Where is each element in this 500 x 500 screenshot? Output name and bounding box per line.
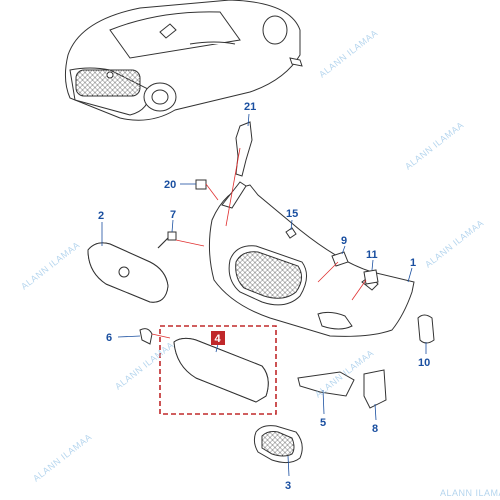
callout-3: 3 (285, 480, 291, 492)
callout-15: 15 (286, 208, 298, 220)
part-6-clip (139, 328, 153, 345)
watermark-5: ALANN ILAMAA (113, 340, 176, 392)
part-9-bracket (331, 251, 349, 267)
red-guide-lines (151, 147, 367, 339)
part-4-highlight-box (159, 325, 277, 415)
part-21-bracket (235, 121, 253, 177)
car-overview (64, 0, 303, 121)
leader-lines (101, 113, 427, 477)
callouts: 21 20 2 7 15 9 11 1 6 4 10 5 8 3 (98, 101, 430, 492)
watermark-2: ALANN ILAMAA (403, 120, 466, 172)
watermark-4: ALANN ILAMAA (19, 240, 82, 292)
callout-5: 5 (320, 417, 326, 429)
callout-9: 9 (341, 235, 347, 247)
watermark-3: ALANN ILAMAA (423, 218, 486, 270)
callout-11: 11 (366, 249, 378, 261)
callout-6: 6 (106, 332, 112, 344)
part-10-cap (417, 314, 435, 344)
part-7-screw (157, 231, 177, 249)
callout-2: 2 (98, 210, 104, 222)
watermark-1: ALANN ILAMAA (317, 28, 380, 80)
callout-10: 10 (418, 357, 430, 369)
callout-4: 4 (215, 333, 222, 345)
part-15-clip (285, 227, 297, 239)
callout-20: 20 (164, 179, 176, 191)
watermark-6: ALANN ILAMAA (31, 432, 94, 484)
watermark-corner: ALANN ILAMAA (440, 488, 500, 498)
callout-7: 7 (170, 209, 176, 221)
car-grille (75, 69, 141, 97)
part-5-bracket (297, 371, 355, 397)
callout-4-badge (211, 331, 225, 345)
callout-21: 21 (244, 101, 256, 113)
part-20-clip (195, 179, 207, 190)
callout-1: 1 (410, 257, 416, 269)
callout-8: 8 (372, 423, 378, 435)
part-3-fog-surround (253, 425, 303, 464)
bumper-grille-mesh (235, 251, 302, 299)
part-8-bracket (363, 369, 387, 409)
part-11-cap (363, 269, 379, 285)
